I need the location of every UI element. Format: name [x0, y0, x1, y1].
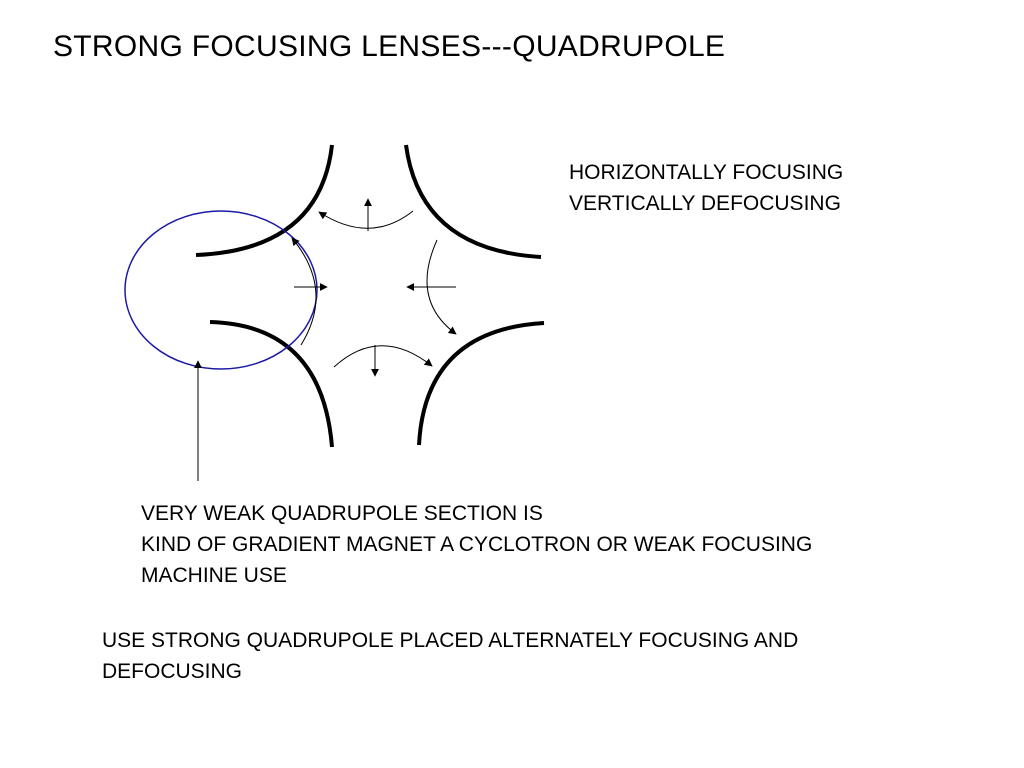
top-curved-arrow — [318, 210, 414, 229]
focusing-line-horizontal: HORIZONTALLY FOCUSING — [569, 161, 844, 184]
strong-line-1: USE STRONG QUADRUPOLE PLACED ALTERNATELY… — [102, 629, 799, 652]
weak-line-3: MACHINE USE — [141, 564, 287, 587]
slide-title: STRONG FOCUSING LENSES---QUADRUPOLE — [53, 30, 726, 63]
pole-bottom-right — [417, 321, 545, 446]
pole-bottom-left — [209, 320, 334, 448]
pole-top-left — [195, 144, 334, 257]
weak-quadrupole-annotation: VERY WEAK QUADRUPOLE SECTION IS KIND OF … — [141, 498, 812, 591]
pole-tips — [195, 144, 545, 448]
right-curved-arrow — [426, 239, 457, 335]
focusing-line-vertical: VERTICALLY DEFOCUSING — [569, 192, 841, 215]
bottom-curved-arrow — [333, 345, 433, 368]
strong-line-2: DEFOCUSING — [102, 660, 243, 683]
pole-top-right — [404, 144, 542, 259]
strong-quadrupole-annotation: USE STRONG QUADRUPOLE PLACED ALTERNATELY… — [102, 625, 798, 687]
left-curved-arrow — [291, 237, 317, 346]
weak-line-2: KIND OF GRADIENT MAGNET A CYCLOTRON OR W… — [141, 533, 813, 556]
force-arrows — [194, 198, 457, 481]
weak-section-ellipse — [124, 210, 318, 370]
focusing-annotation: HORIZONTALLY FOCUSING VERTICALLY DEFOCUS… — [569, 157, 843, 219]
weak-line-1: VERY WEAK QUADRUPOLE SECTION IS — [141, 502, 543, 525]
